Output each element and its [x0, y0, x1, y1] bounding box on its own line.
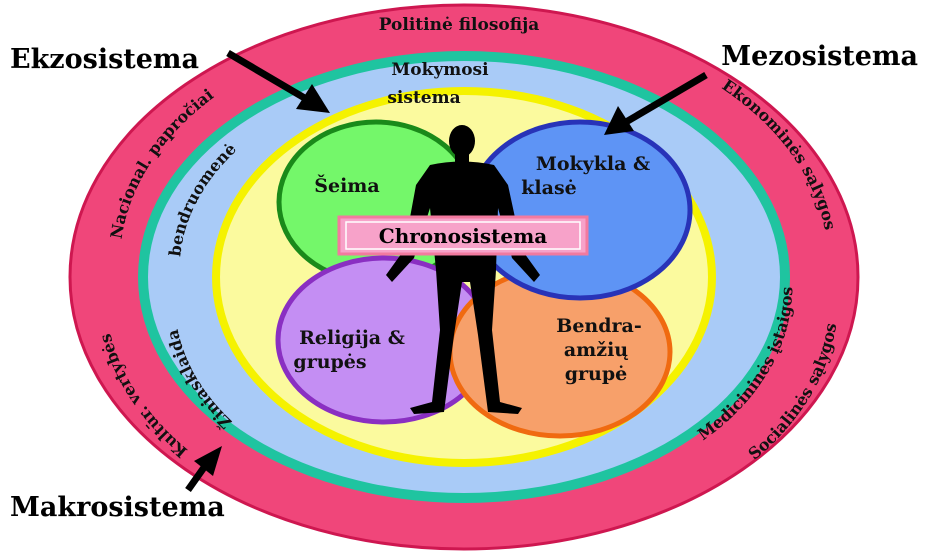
politine-filosofija-label: Politinė filosofija: [379, 15, 540, 35]
makrosistema-label: Makrosistema: [10, 492, 225, 523]
bendra-label-line1: Bendra-: [556, 315, 641, 337]
mokykla-label-line1: Mokykla &: [536, 153, 650, 175]
sistema-label: sistema: [387, 88, 460, 108]
religija-label-line1: Religija &: [299, 327, 405, 349]
mokymosi-label: Mokymosi: [391, 60, 489, 80]
mezosistema-label: Mezosistema: [721, 41, 918, 72]
chronosistema-label: Chronosistema: [379, 224, 547, 248]
seima-label: Šeima: [314, 174, 379, 197]
mokykla-label-line2: klasė: [521, 177, 576, 199]
religija-label-line2: grupės: [293, 351, 366, 373]
bendra-label-line3: grupė: [565, 363, 627, 385]
ekzosistema-label: Ekzosistema: [10, 44, 199, 75]
bendra-label-line2: amžių: [564, 339, 628, 361]
